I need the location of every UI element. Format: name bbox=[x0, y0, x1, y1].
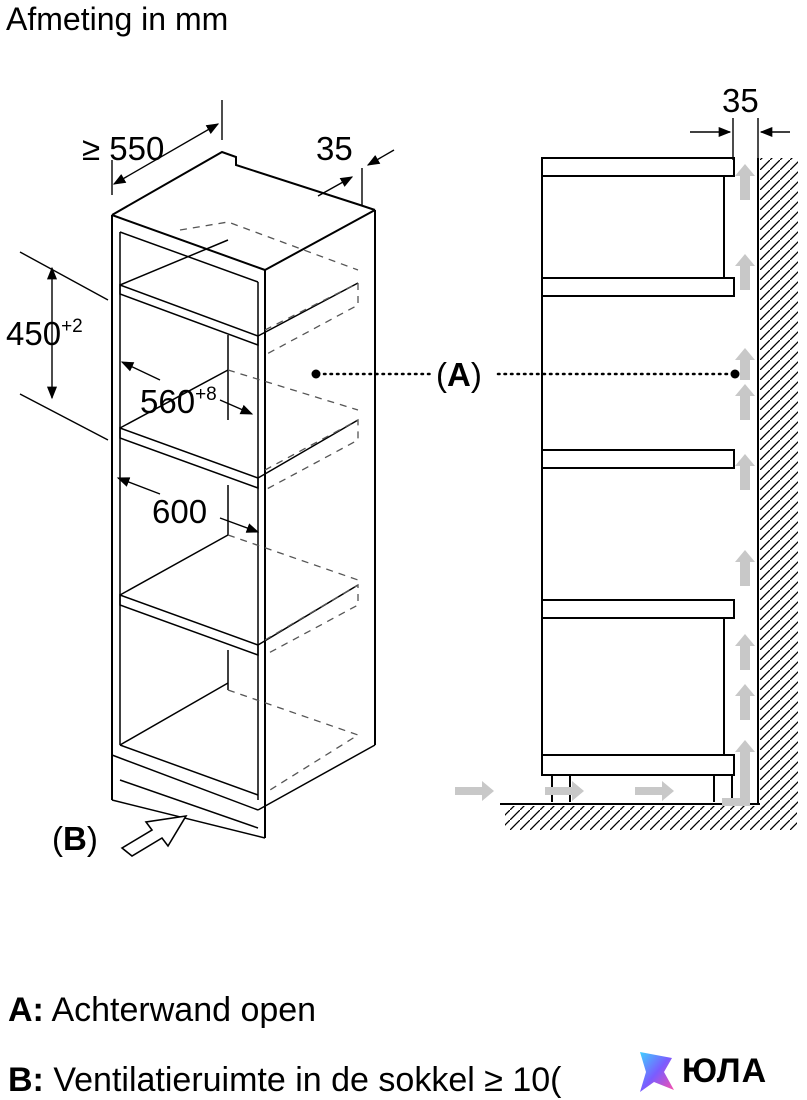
cabinet-width-label: 600 bbox=[152, 493, 207, 530]
niche-width-arrow-right bbox=[219, 399, 254, 415]
marker-a-label: (A) bbox=[436, 356, 482, 393]
depth-label: ≥ 550 bbox=[82, 130, 164, 167]
marker-a-line bbox=[311, 369, 740, 379]
side-panel-4 bbox=[541, 599, 735, 619]
cabinet-top-front bbox=[111, 214, 266, 271]
page-title: Afmeting in mm bbox=[6, 1, 228, 37]
shelf-4 bbox=[119, 682, 259, 796]
legend-a: A: Achterwand open bbox=[8, 991, 317, 1029]
niche-width-label: 560+8 bbox=[140, 383, 217, 420]
side-panel-3 bbox=[541, 449, 735, 469]
side-plinth-panel bbox=[541, 754, 735, 776]
legend-b: B: Ventilatieruimte in de sokkel ≥ 10( bbox=[8, 1061, 562, 1099]
shelf-3 bbox=[119, 534, 359, 657]
watermark-logo: ЮЛА bbox=[632, 1046, 807, 1100]
shelf-2 bbox=[119, 369, 359, 490]
logo-star-icon bbox=[640, 1052, 674, 1092]
logo-text: ЮЛА bbox=[682, 1052, 768, 1090]
rear-gap-label-right: 35 bbox=[722, 82, 759, 119]
shelf-1 bbox=[119, 239, 359, 347]
marker-b-label: (B) bbox=[52, 820, 98, 857]
side-foot-right bbox=[713, 775, 733, 802]
niche-width-arrow-left bbox=[120, 361, 161, 381]
cabinet-width-arrow-left bbox=[116, 477, 161, 495]
side-panel-top bbox=[541, 157, 735, 177]
cabinet-width-arrow-right bbox=[219, 517, 260, 533]
cabinet-top-right bbox=[264, 209, 376, 271]
hidden-edges bbox=[179, 221, 360, 791]
airflow-arrows bbox=[455, 164, 755, 806]
dimension-lines-left bbox=[19, 100, 395, 533]
rear-gap-dimension-right bbox=[690, 118, 790, 160]
depth-dimension-arrow bbox=[112, 123, 220, 185]
floor-hatch bbox=[505, 806, 797, 830]
side-view bbox=[455, 118, 798, 830]
rear-gap-label-left: 35 bbox=[316, 130, 353, 167]
ventilation-arrow-b-icon bbox=[120, 814, 188, 857]
niche-height-label: 450+2 bbox=[6, 315, 83, 352]
side-panel-2 bbox=[541, 277, 735, 297]
cabinet-plinth bbox=[111, 744, 376, 839]
wall-hatch bbox=[760, 158, 798, 808]
